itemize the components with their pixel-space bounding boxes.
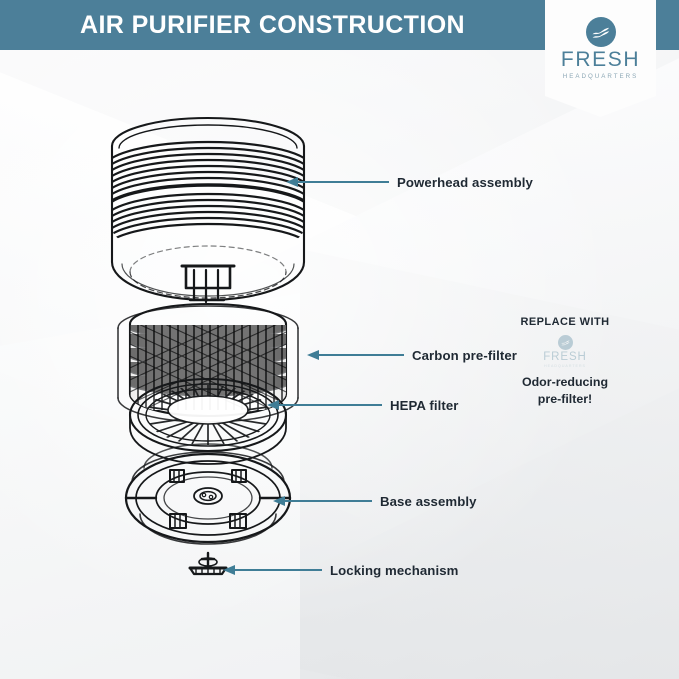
wave-circle-icon	[557, 335, 573, 350]
brand-name: FRESH	[560, 47, 641, 71]
callout-hepa-filter: HEPA filter	[266, 395, 459, 415]
promo-brand-logo: FRESH HEADQUARTERS	[535, 335, 595, 368]
promo-brand-name: FRESH	[543, 351, 587, 363]
callout-locking-mechanism: Locking mechanism	[222, 560, 458, 580]
callout-label: Carbon pre-filter	[412, 347, 518, 363]
arrow-left-icon	[273, 496, 372, 506]
promo-brand-tagline: HEADQUARTERS	[544, 363, 586, 368]
wave-circle-icon	[585, 16, 616, 47]
arrow-left-icon	[307, 350, 404, 360]
callout-powerhead-assembly: Powerhead assembly	[285, 172, 533, 192]
replace-with-promo: REPLACE WITH FRESH HEADQUARTERS Odor-red…	[498, 316, 632, 409]
brand-ribbon-content: FRESH HEADQUARTERS	[545, 0, 656, 96]
arrow-left-icon	[267, 400, 382, 410]
brand-tagline: HEADQUARTERS	[562, 72, 639, 80]
brand-ribbon: FRESH HEADQUARTERS	[545, 0, 656, 117]
arrow-left-icon	[286, 177, 389, 187]
callout-base-assembly: Base assembly	[272, 491, 477, 511]
arrow-left-icon	[223, 565, 322, 575]
promo-heading: REPLACE WITH	[520, 316, 610, 328]
callout-carbon-pre-filter: Carbon pre-filter	[306, 345, 517, 365]
promo-line-2: pre-filter!	[537, 392, 593, 407]
page-title: AIR PURIFIER CONSTRUCTION	[80, 10, 465, 39]
promo-line-1: Odor-reducing	[521, 374, 609, 389]
callout-label: Base assembly	[380, 493, 477, 509]
callout-label: HEPA filter	[390, 397, 459, 413]
air-purifier-exploded-diagram	[78, 110, 338, 590]
callout-label: Powerhead assembly	[397, 174, 533, 190]
callout-label: Locking mechanism	[330, 562, 459, 578]
